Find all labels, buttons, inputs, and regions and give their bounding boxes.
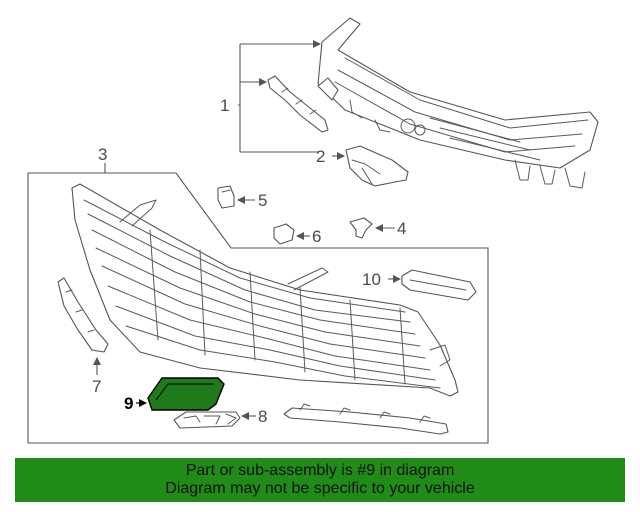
parts-diagram: 1 2 5 6 4 3 <box>27 17 599 444</box>
callout-6: 6 <box>312 227 321 246</box>
lower-molding-strip <box>283 403 449 435</box>
lower-grille <box>71 183 459 397</box>
part-9-highlighted <box>147 377 225 411</box>
callout-3: 3 <box>98 145 107 164</box>
callout-4: 4 <box>397 219 406 238</box>
part-10-trim <box>401 269 477 301</box>
part-7-bracket <box>57 277 109 353</box>
lower-grille-box <box>27 172 489 444</box>
callout-8: 8 <box>258 407 267 426</box>
banner-line-1: Part or sub-assembly is #9 in diagram <box>185 462 455 479</box>
grille-bracket <box>267 75 329 133</box>
part-8-rs-emblem <box>173 411 241 429</box>
part-2-bracket <box>345 145 409 187</box>
callout-7: 7 <box>92 377 101 396</box>
part-9-shape <box>147 377 225 411</box>
clip-part-5 <box>217 185 235 209</box>
info-banner: Part or sub-assembly is #9 in diagram Di… <box>15 458 625 502</box>
callout-5: 5 <box>258 191 267 210</box>
callout-1-leader <box>238 40 321 153</box>
banner-line-2: Diagram may not be specific to your vehi… <box>165 480 475 497</box>
callout-10: 10 <box>362 270 381 289</box>
upper-grille-assembly <box>317 17 599 189</box>
clip-part-6 <box>273 223 295 245</box>
callout-9: 9 <box>124 394 133 413</box>
callout-1: 1 <box>220 96 229 115</box>
clip-part-4 <box>349 217 373 239</box>
callout-2: 2 <box>316 147 325 166</box>
